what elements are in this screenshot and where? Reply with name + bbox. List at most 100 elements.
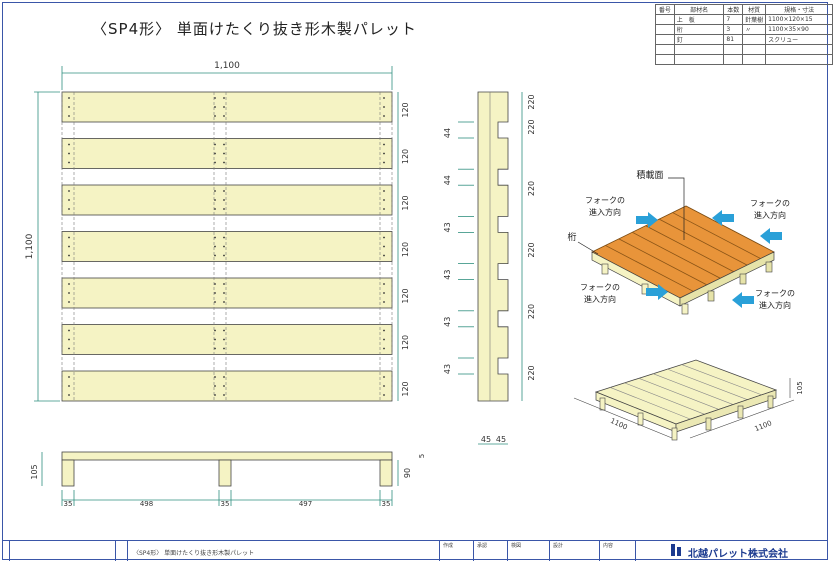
nail-mark [223, 199, 225, 201]
nail-mark [383, 190, 385, 192]
title-block-divider [127, 541, 128, 561]
title-block-divider [115, 541, 116, 561]
iso-stringer-block [601, 263, 609, 275]
nail-mark [214, 254, 216, 257]
bottom-dimension-label: 498 [140, 500, 153, 508]
nail-mark [214, 394, 216, 396]
iso2-board-seam [624, 382, 705, 415]
end-bottom-label: 45 [496, 435, 506, 444]
bottom-dimension-label: 497 [299, 500, 312, 508]
nail-mark [214, 385, 216, 387]
nail-mark [383, 161, 385, 164]
fork-entry-label: 進入方向 [754, 210, 786, 220]
nail-mark [383, 245, 385, 248]
iso2-stringer-block [671, 427, 678, 441]
fork-entry-label: 進入方向 [589, 207, 621, 217]
nail-mark [223, 161, 225, 164]
nail-mark [214, 236, 216, 239]
nail-mark [223, 245, 225, 248]
iso2-stringer-block [705, 417, 712, 431]
iso2-stringer-block [737, 405, 744, 419]
nail-mark [383, 254, 385, 257]
title-block-label: 承認 [477, 543, 488, 549]
iso-dimension-line [573, 397, 673, 439]
title-block-divider [439, 541, 440, 561]
deck-board [61, 231, 393, 262]
iso-dim-b-label: 1100 [753, 419, 773, 433]
iso-dimension-line [689, 399, 795, 439]
fork-entry-label: フォークの [580, 283, 620, 292]
iso-stringer-block [765, 261, 773, 273]
deck-surface-leader [668, 177, 685, 240]
nail-mark [68, 106, 70, 108]
iso2-board-seam [610, 387, 691, 420]
nail-mark [383, 236, 385, 239]
iso-board-seam [645, 225, 734, 273]
deck-board [61, 324, 393, 355]
spec-table: 番号 部材名 本数 材質 規格・寸法 上 板 7 針葉樹 1100×120×15… [655, 4, 833, 65]
nail-mark [214, 115, 216, 117]
nail-mark [383, 283, 385, 285]
nail-mark [383, 106, 385, 108]
nail-mark [214, 143, 216, 146]
title-block-divider [599, 541, 600, 561]
iso2-board-seam [638, 378, 719, 410]
fork-arrow-icon [646, 284, 668, 300]
nail-mark [223, 208, 225, 210]
pitch-label: 220 [527, 181, 536, 196]
iso-side-edge [679, 251, 775, 307]
nail-mark [214, 208, 216, 210]
nail-mark [68, 143, 70, 146]
nail-mark [214, 245, 216, 248]
pitch-label: 220 [527, 94, 536, 109]
board-width-label: 120 [401, 288, 410, 303]
iso-board-seam [618, 238, 708, 286]
board-width-label: 120 [401, 149, 410, 164]
fork-entry-label: 進入方向 [584, 294, 616, 304]
title-block-label: 検図 [511, 543, 522, 549]
fork-entry-label: フォークの [750, 199, 790, 208]
deck-board [61, 138, 393, 169]
iso-stringer-block [707, 290, 715, 302]
nail-mark [383, 301, 385, 303]
spec-row [655, 54, 833, 65]
nail-mark [214, 161, 216, 164]
nail-mark [68, 199, 70, 201]
nail-mark [214, 97, 216, 99]
notch-height-label: 44 [443, 175, 452, 185]
board-width-label: 120 [401, 335, 410, 350]
side-stringer [218, 459, 232, 487]
bottom-dimension-label: 35 [382, 500, 391, 508]
iso2-stringer-block [637, 412, 644, 426]
nail-mark [214, 106, 216, 108]
spec-row: 桁 3 〃 1100×35×90 [655, 24, 833, 35]
iso2-stringer-block [767, 395, 774, 409]
nail-mark [383, 347, 385, 350]
board-width-label: 120 [401, 102, 410, 117]
nail-mark [383, 338, 385, 341]
nail-mark [223, 376, 225, 378]
nail-mark [68, 97, 70, 99]
side-height-label: 105 [30, 464, 39, 479]
nail-mark [383, 292, 385, 294]
nail-mark [383, 143, 385, 146]
nail-mark [223, 329, 225, 332]
spec-header-row: 番号 部材名 本数 材質 規格・寸法 [655, 4, 833, 15]
fork-entry-label: 進入方向 [759, 300, 791, 310]
board-width-label: 120 [401, 195, 410, 210]
nail-mark [68, 338, 70, 341]
title-block-divider [9, 541, 10, 561]
nail-mark [223, 236, 225, 239]
nail-mark [214, 283, 216, 285]
iso-board-seam [672, 212, 761, 259]
fork-arrow-icon [712, 210, 734, 226]
pitch-label: 220 [527, 304, 536, 319]
nail-mark [68, 394, 70, 396]
iso2-board-seam [667, 368, 748, 400]
nail-mark [223, 338, 225, 341]
nail-mark [214, 329, 216, 332]
iso2-stringer-block [599, 397, 606, 411]
side-stringer [61, 459, 75, 487]
nail-mark [223, 254, 225, 257]
